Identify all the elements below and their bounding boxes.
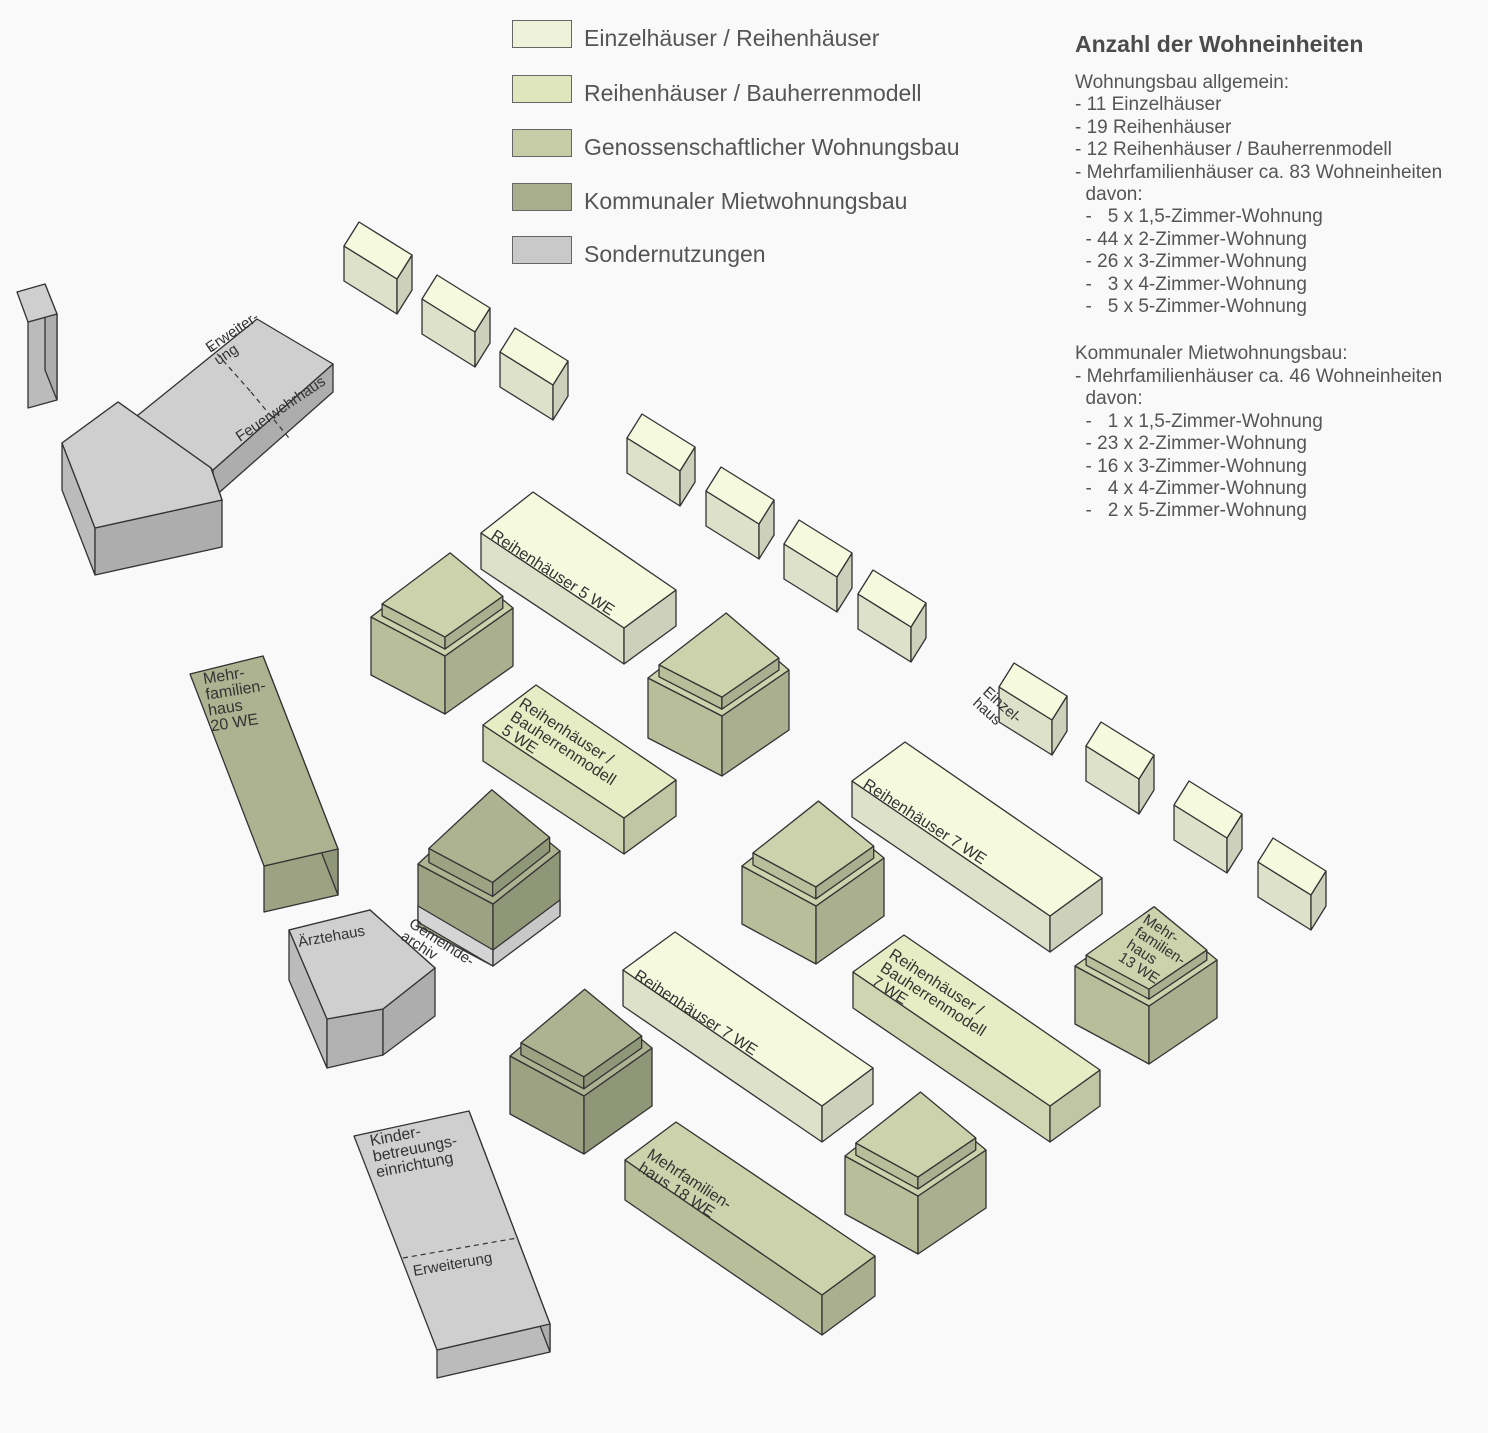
panel-line: - 11 Einzelhäuser [1075,94,1222,116]
reihen-7we-a-roof [851,741,1103,917]
legend-item-kommunal: Kommunaler Mietwohnungsbau [512,183,1032,213]
einzelhaus-7-roof [857,569,927,628]
unit-count-panel: Anzahl der Wohneinheiten Wohnungsbau all… [1075,30,1485,523]
panel-line: - 12 Reihenhäuser / Bauherrenmodell [1075,139,1392,161]
boundary-dashed-line [210,346,252,393]
mfh-18we-roof [624,1121,876,1296]
einzelhaus-5-roof [705,466,775,525]
einzelhaus-11-roof [1257,837,1327,896]
aerztehaus-roof [288,909,436,1020]
genossen-3-top-roof [752,800,875,888]
einzelhaus-2-roof [421,274,491,333]
panel-block-kommunal: Kommunaler Mietwohnungsbau:- Mehrfamilie… [1075,343,1485,522]
panel-line: - 5 x 1,5-Zimmer-Wohnung [1075,206,1323,228]
boundary-dashed-line [250,391,290,439]
panel-line: - 3 x 4-Zimmer-Wohnung [1075,273,1307,295]
legend-swatch-bauherren [512,75,572,103]
gemeindearchiv-right [492,899,561,967]
einzelhaus-10-roof [1173,780,1243,839]
genossen-1-top-roof [381,552,504,638]
einzelhaus-1-roof [343,221,413,280]
kommunal-2-top-roof [520,988,643,1078]
legend-swatch-sonder [512,236,572,264]
einzelhaus-8-roof [998,662,1068,721]
genossen-2-top-roof [658,612,780,698]
legend-label-bauherren: Reihenhäuser / Bauherrenmodell [584,80,922,106]
legend-item-genossen: Genossenschaftlicher Wohnungsbau [512,129,1032,159]
legend-label-kommunal: Kommunaler Mietwohnungsbau [584,188,908,214]
panel-line: - 44 x 2-Zimmer-Wohnung [1075,228,1307,250]
panel-title: Anzahl der Wohneinheiten [1075,31,1364,57]
einzelhaus-9-roof [1085,721,1155,780]
tower-roof [16,283,58,323]
legend-swatch-kommunal [512,183,572,211]
panel-line: - Mehrfamilienhäuser ca. 83 Wohneinheite… [1075,161,1443,183]
panel-line: Kommunaler Mietwohnungsbau: [1075,343,1348,365]
legend-label-sonder: Sondernutzungen [584,241,766,267]
einzelhaus-6-roof [783,519,853,578]
legend-label-genossen: Genossenschaftlicher Wohnungsbau [584,134,960,160]
panel-line: - 2 x 5-Zimmer-Wohnung [1075,500,1307,522]
label-mfh-20we: Mehr-familien-haus20 WE [202,662,272,736]
panel-line: Wohnungsbau allgemein: [1075,72,1290,93]
panel-line: davon: [1075,184,1143,206]
panel-line: - 16 x 3-Zimmer-Wohnung [1075,455,1307,477]
panel-line: - 26 x 3-Zimmer-Wohnung [1075,251,1307,273]
legend-item-bauherren: Reihenhäuser / Bauherrenmodell [512,75,1032,105]
feuerwehr-front-roof [61,401,223,529]
kommunal-1-top-roof [428,789,551,884]
panel-line: - Mehrfamilienhäuser ca. 46 Wohneinheite… [1075,365,1443,387]
panel-line: - 23 x 2-Zimmer-Wohnung [1075,433,1307,455]
panel-block-general: Wohnungsbau allgemein:- 11 Einzelhäuser-… [1075,72,1485,318]
mfh-20we-roof [189,655,339,867]
bauherren-7we-roof [852,934,1101,1107]
panel-line: - 4 x 4-Zimmer-Wohnung [1075,477,1307,499]
einzelhaus-4-roof [626,413,696,472]
reihen-5we-roof [480,491,677,629]
legend-swatch-einzel [512,20,572,48]
panel-line: - 5 x 5-Zimmer-Wohnung [1075,296,1307,318]
genossen-4-top-roof [855,1091,977,1178]
kinder-roof [353,1110,551,1351]
legend-swatch-genossen [512,129,572,157]
mfh-13we-top-roof [1085,906,1208,990]
legend-label-einzel: Einzelhäuser / Reihenhäuser [584,25,880,51]
panel-line: - 19 Reihenhäuser [1075,116,1232,138]
einzelhaus-3-roof [499,327,569,386]
legend-item-sonder: Sondernutzungen [512,236,1032,266]
boundary-dashed-line [402,1237,518,1259]
legend-item-einzel: Einzelhäuser / Reihenhäuser [512,20,1032,50]
label-kinder: Kinder-betreuungs-einrichtung [369,1117,462,1181]
bauherren-5we-roof [482,684,677,819]
panel-line: davon: [1075,388,1143,410]
feuerwehrhaus-roof [126,318,334,471]
panel-line: - 1 x 1,5-Zimmer-Wohnung [1075,410,1323,432]
reihen-7we-b-roof [622,931,874,1107]
